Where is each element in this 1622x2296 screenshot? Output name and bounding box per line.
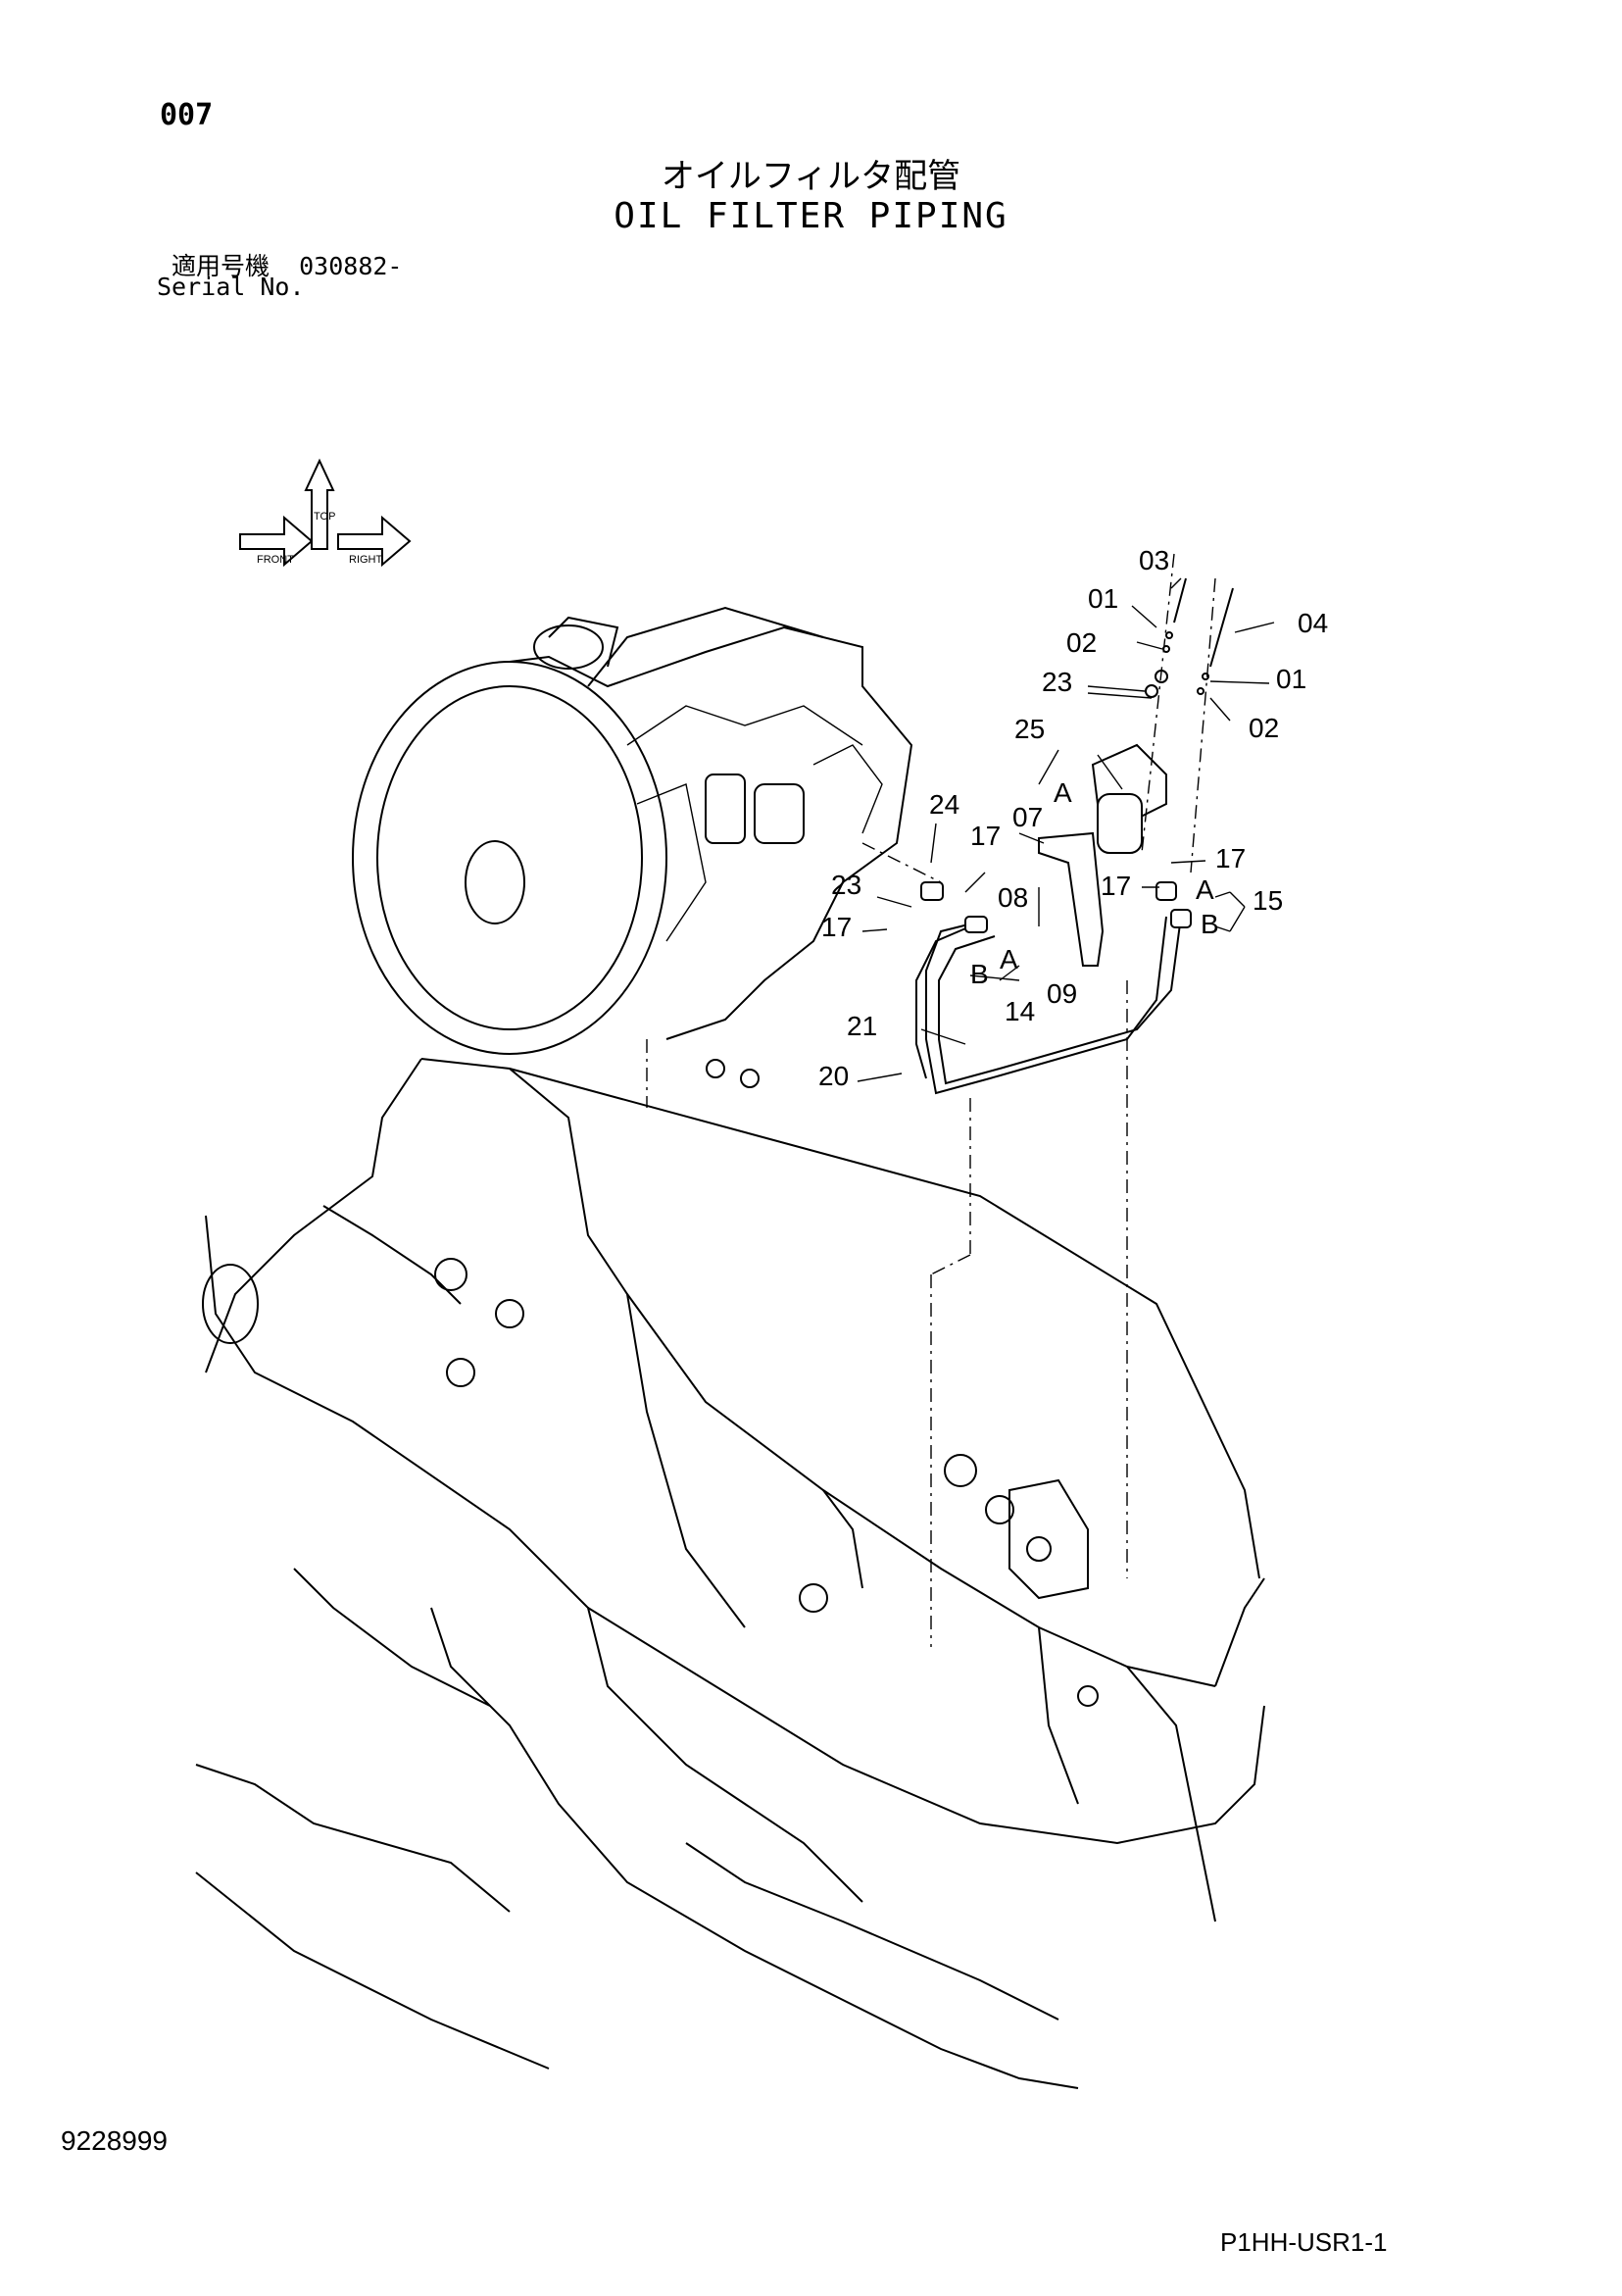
callout-23-lower: 23 [831,870,861,900]
page-code: P1HH-USR1-1 [1220,2227,1388,2257]
callout-b-pipe: B [970,959,989,989]
oil-filter-assembly [1038,577,1234,967]
upperstructure-frame [195,1058,1265,2089]
callout-02-right: 02 [1249,713,1279,743]
callout-25: 25 [1014,714,1045,744]
callout-03: 03 [1139,545,1169,575]
callout-a-filter: A [1054,777,1072,808]
document-number: 9228999 [61,2125,169,2156]
callout-15: 15 [1253,885,1283,916]
callout-a-pipe: A [1000,944,1018,974]
orientation-label-top: TOP [314,511,335,523]
callout-21: 21 [847,1011,877,1041]
callout-09: 09 [1047,978,1077,1009]
callout-01-right: 01 [1276,664,1306,694]
serial-row-japanese: 適用号機 030882- [172,247,402,282]
callout-17-upper: 17 [970,821,1001,851]
page-title: OIL FILTER PIPING [614,196,1008,236]
callout-02: 02 [1066,627,1097,658]
callout-08: 08 [998,882,1028,913]
page-title-japanese: オイルフィルタ配管 [661,157,961,196]
callout-b-hose: B [1201,909,1219,939]
page-number: 007 [160,98,214,132]
callout-24: 24 [929,789,959,820]
orientation-label-front: FRONT [257,554,294,566]
reference-lines [646,553,1216,1647]
callout-17-right: 17 [1215,843,1246,873]
direction-arrows-icon: FRONT TOP RIGHT [239,458,412,568]
hose-assembly [915,881,1192,1095]
callout-14: 14 [1005,996,1035,1026]
callout-17-filter: 17 [1101,871,1131,901]
callout-labels: 03 01 04 02 23 01 02 25 A 24 07 17 17 17… [818,545,1328,1091]
callout-01: 01 [1088,583,1118,614]
callout-04: 04 [1298,608,1328,638]
callout-a-hose: A [1196,874,1214,905]
leader-lines [857,577,1275,1082]
serial-value: 030882- [299,252,403,280]
callout-20: 20 [818,1061,849,1091]
engine-assembly [352,606,913,1055]
callout-23: 23 [1042,667,1072,697]
callout-17-lower: 17 [821,912,852,942]
callout-07: 07 [1012,802,1043,832]
serial-label: Serial No. [157,273,305,301]
serial-label-japanese: 適用号機 [172,252,270,280]
orientation-label-right: RIGHT [349,554,383,566]
